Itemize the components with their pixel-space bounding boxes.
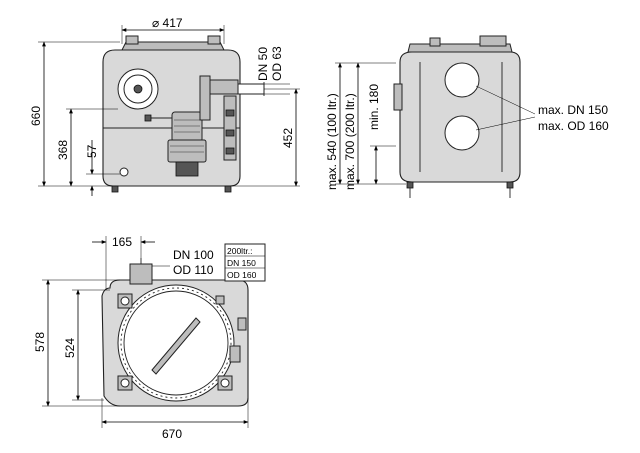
front-height-inlet-label: 368: [56, 140, 70, 160]
front-foot-left: [111, 185, 119, 193]
top-box-line1: 200ltr.:: [227, 246, 253, 256]
top-vent-dn-label: DN 100: [173, 248, 214, 262]
side-inlet-max-dn-label: max. DN 150: [538, 103, 608, 117]
side-view: max. 540 (100 ltr.) max. 700 (200 ltr.) …: [325, 35, 609, 198]
top-view: 165 DN 100 OD 110 200ltr.: DN 150 OD 160…: [33, 235, 266, 441]
top-depth-total-label: 578: [33, 332, 47, 352]
side-inlet-max-700-label: max. 700 (200 ltr.): [343, 93, 357, 190]
top-depth-inner-label: 524: [63, 338, 77, 358]
top-box-line2: DN 150: [227, 258, 256, 268]
top-vent-od-label: OD 110: [173, 263, 214, 277]
front-lid-handle-right: [207, 35, 221, 45]
top-200l-box: [224, 243, 266, 282]
side-inlet-min-label: min. 180: [367, 84, 381, 130]
front-height-outlet-label: 452: [281, 128, 295, 148]
front-height-bottom-label: 57: [85, 144, 99, 158]
top-lid-handle: [151, 317, 201, 375]
top-corner-fittings: [117, 293, 247, 391]
side-inlet-stub: [393, 83, 403, 111]
side-inlet-max-od-label: max. OD 160: [538, 119, 609, 133]
pump-assembly: [144, 111, 207, 177]
top-box-line3: OD 160: [227, 270, 257, 280]
top-width-total-label: 670: [162, 427, 182, 441]
side-inlet-max-540-label: max. 540 (100 ltr.): [325, 93, 339, 190]
front-outlet-dn-label: DN 50: [256, 47, 270, 81]
front-outlet-od-label: OD 63: [270, 46, 284, 81]
front-width-label: ⌀ 417: [152, 16, 183, 30]
side-inlet-upper: [444, 62, 480, 98]
front-lid-handle-left: [125, 35, 139, 45]
side-inlet-lower: [444, 115, 480, 151]
top-offset-label: 165: [112, 235, 132, 249]
front-height-total-label: 660: [29, 106, 43, 126]
riser-pipe: [199, 75, 265, 161]
front-foot-right: [224, 185, 232, 193]
front-view: ⌀ 417 DN 50 OD 63 660 368 57 452: [29, 16, 300, 196]
top-vent-pipe: [129, 263, 153, 285]
